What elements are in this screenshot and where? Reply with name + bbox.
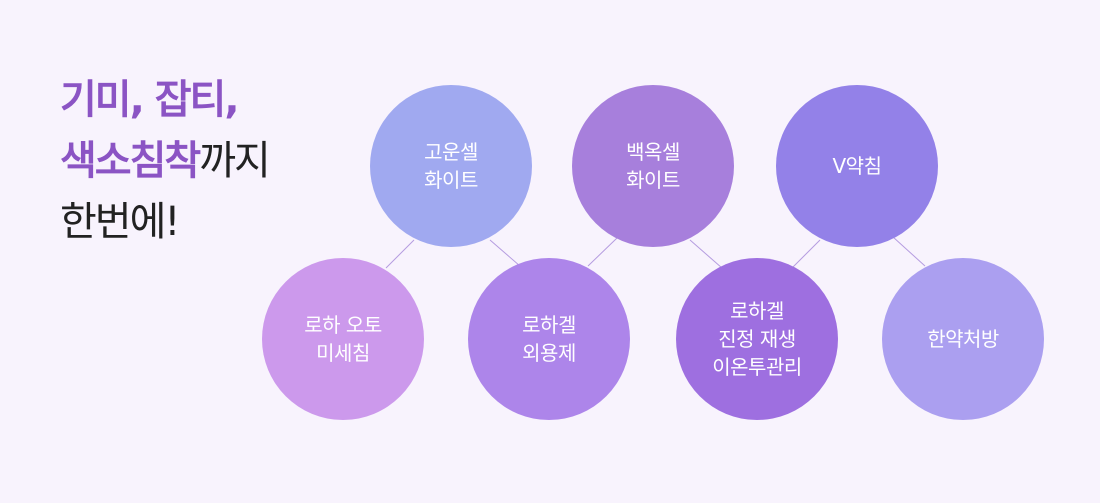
headline-line-2: 색소침착까지 bbox=[60, 131, 271, 192]
connector-line bbox=[791, 239, 821, 269]
headline-line-3: 한번에! bbox=[60, 199, 180, 245]
node-label: 로하겔 bbox=[522, 313, 576, 337]
node-label: 로하 오토 bbox=[304, 313, 382, 337]
node-label: 미세침 bbox=[316, 341, 370, 365]
node-label: V약침 bbox=[832, 154, 882, 178]
node-roha-gel-topical: 로하겔 외용제 bbox=[468, 258, 630, 420]
node-label: 로하겔 bbox=[730, 299, 784, 323]
node-label: 외용제 bbox=[522, 341, 576, 365]
node-label: 이온투관리 bbox=[712, 355, 802, 379]
node-label: 화이트 bbox=[424, 168, 478, 192]
connector-line bbox=[892, 236, 926, 267]
headline-plain-text: 까지 bbox=[199, 138, 271, 184]
node-v-yakchim: V약침 bbox=[776, 85, 938, 247]
connector-line bbox=[385, 239, 415, 269]
connector-line bbox=[587, 237, 618, 267]
headline-accent-text: 색소침착 bbox=[60, 138, 201, 184]
headline: 기미, 잡티, 색소침착까지 한번에! bbox=[60, 70, 271, 253]
node-roha-auto-microneedle: 로하 오토 미세침 bbox=[262, 258, 424, 420]
connector-line bbox=[489, 239, 521, 267]
node-herbal-prescription: 한약처방 bbox=[882, 258, 1044, 420]
node-roha-gel-iontophoresis: 로하겔 진정 재생 이온투관리 bbox=[676, 258, 838, 420]
node-label: 고운셀 bbox=[424, 140, 478, 164]
node-gounsel-white: 고운셀 화이트 bbox=[370, 85, 532, 247]
node-baekoksel-white: 백옥셀 화이트 bbox=[572, 85, 734, 247]
node-label: 진정 재생 bbox=[718, 327, 796, 351]
node-label: 백옥셀 bbox=[626, 140, 680, 164]
headline-line-1: 기미, 잡티, bbox=[60, 77, 240, 123]
node-label: 한약처방 bbox=[927, 327, 999, 351]
connector-line bbox=[689, 239, 723, 269]
node-label: 화이트 bbox=[626, 168, 680, 192]
